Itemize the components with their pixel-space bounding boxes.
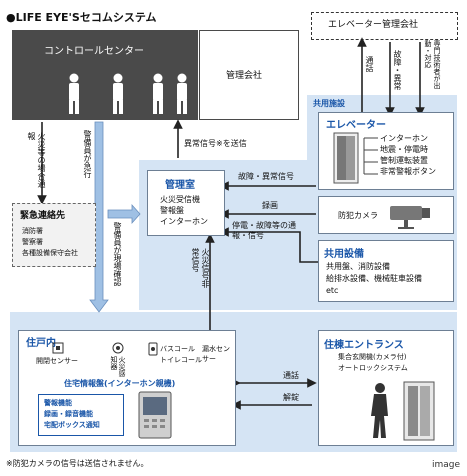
emergency-contact-box (12, 203, 96, 267)
control-center-label: コントロールセンター (44, 46, 144, 57)
management-company-box (199, 30, 299, 120)
control-center-box (12, 30, 198, 120)
entrance-line-2: オートロックシステム (338, 364, 408, 372)
kanrishitsu-label: 管理室 (165, 180, 195, 191)
footnote: ※防犯カメラの信号は送信されません。 (6, 459, 149, 468)
comm-signal-label: 停電・故障等の通報・信号 (232, 221, 296, 240)
elevator-bracket-icon (363, 137, 378, 175)
watermark: image (432, 460, 461, 470)
common-equipment-line-1: 共用盤、消防設備 (326, 262, 390, 271)
sensor-toilet: トイレコール (160, 356, 202, 364)
kanrishitsu-line-1: 火災受信機 (160, 195, 200, 204)
fire-report-label: 火災等の場合通報 (27, 132, 46, 188)
dwelling-label: 住戸内 (26, 338, 56, 349)
sensor-fire: 火災感知器 (110, 356, 126, 377)
entrance-label: 住棟エントランス (324, 340, 404, 351)
sensor-door: 開閉センサー (36, 357, 78, 365)
common-equipment-line-2: 給排水設備、機械駐車設備 (326, 274, 422, 283)
management-company-label: 管理会社 (226, 71, 263, 81)
elevator-item-3: 管制運転装置 (380, 156, 428, 165)
fault-signal-label: 故障・異常信号 (238, 172, 294, 181)
function-delivery: 宅配ボックス通知 (44, 421, 100, 429)
recording-label: 録画 (262, 201, 278, 210)
emergency-contact-item-2: 警察署 (22, 238, 43, 246)
elevator-door-icon (333, 132, 359, 184)
function-alarm: 警報機能 (44, 399, 72, 407)
sensor-bath: バスコール (160, 345, 195, 353)
common-equipment-label: 共用設備 (324, 249, 364, 260)
common-equipment-box (318, 240, 454, 302)
guard-confirm-label: 警備員が現場確認 (113, 222, 122, 286)
elevator-item-2: 地震・停電時 (380, 145, 428, 154)
common-equipment-line-3: etc (326, 286, 339, 295)
elevator-company-label: エレベーター管理会社 (328, 20, 419, 30)
dispatch-label: 専門技術者が出動・対応 (424, 40, 441, 89)
function-recording: 録画・録音機能 (44, 410, 93, 418)
page-title: ●LIFE EYE'Sセコムシステム (6, 11, 157, 24)
kanrishitsu-line-2: 警報盤 (160, 206, 184, 215)
person-door-icon (371, 381, 435, 441)
guard-icon (69, 73, 187, 114)
kanrishitsu-line-3: インターホン (160, 217, 208, 226)
emergency-contact-label: 緊急連絡先 (20, 211, 66, 221)
emergency-contact-item-3: 各種設備保守会社 (22, 249, 78, 257)
intercom-panel-icon (138, 391, 172, 439)
fire-signal-label: 火災信号非常信号 (191, 248, 210, 288)
elevator-company-box (311, 12, 458, 40)
call-flow-label: 通話 (283, 371, 299, 380)
bath-call-icon (148, 342, 158, 356)
sensor-leak: 漏水センサー (202, 345, 230, 363)
entrance-line-1: 集合玄関機(カメラ付) (338, 353, 407, 361)
fire-detector-icon (112, 342, 124, 354)
common-facilities-label: 共用施設 (313, 99, 345, 108)
functions-box (38, 394, 124, 436)
elevator-label: エレベーター (326, 120, 386, 131)
unlock-flow-label: 解錠 (283, 393, 299, 402)
camera-label: 防犯カメラ (338, 211, 378, 220)
guard-rush-label: 警備員が急行 (83, 130, 92, 178)
anomaly-signal-label: 異常信号※を送信 (184, 139, 247, 148)
camera-icon (390, 206, 430, 229)
call-label: 通話 (365, 56, 374, 72)
emergency-contact-item-1: 消防署 (22, 227, 43, 235)
kanrishitsu-box (147, 170, 225, 236)
fault-label: 故障・異常 (393, 50, 402, 90)
door-sensor-icon (52, 342, 64, 354)
elevator-item-4: 非常警報ボタン (380, 167, 436, 176)
intercom-title: 住宅情報盤(インターホン親機) (64, 379, 176, 388)
elevator-item-1: インターホン (380, 134, 428, 143)
camera-box (318, 196, 454, 234)
